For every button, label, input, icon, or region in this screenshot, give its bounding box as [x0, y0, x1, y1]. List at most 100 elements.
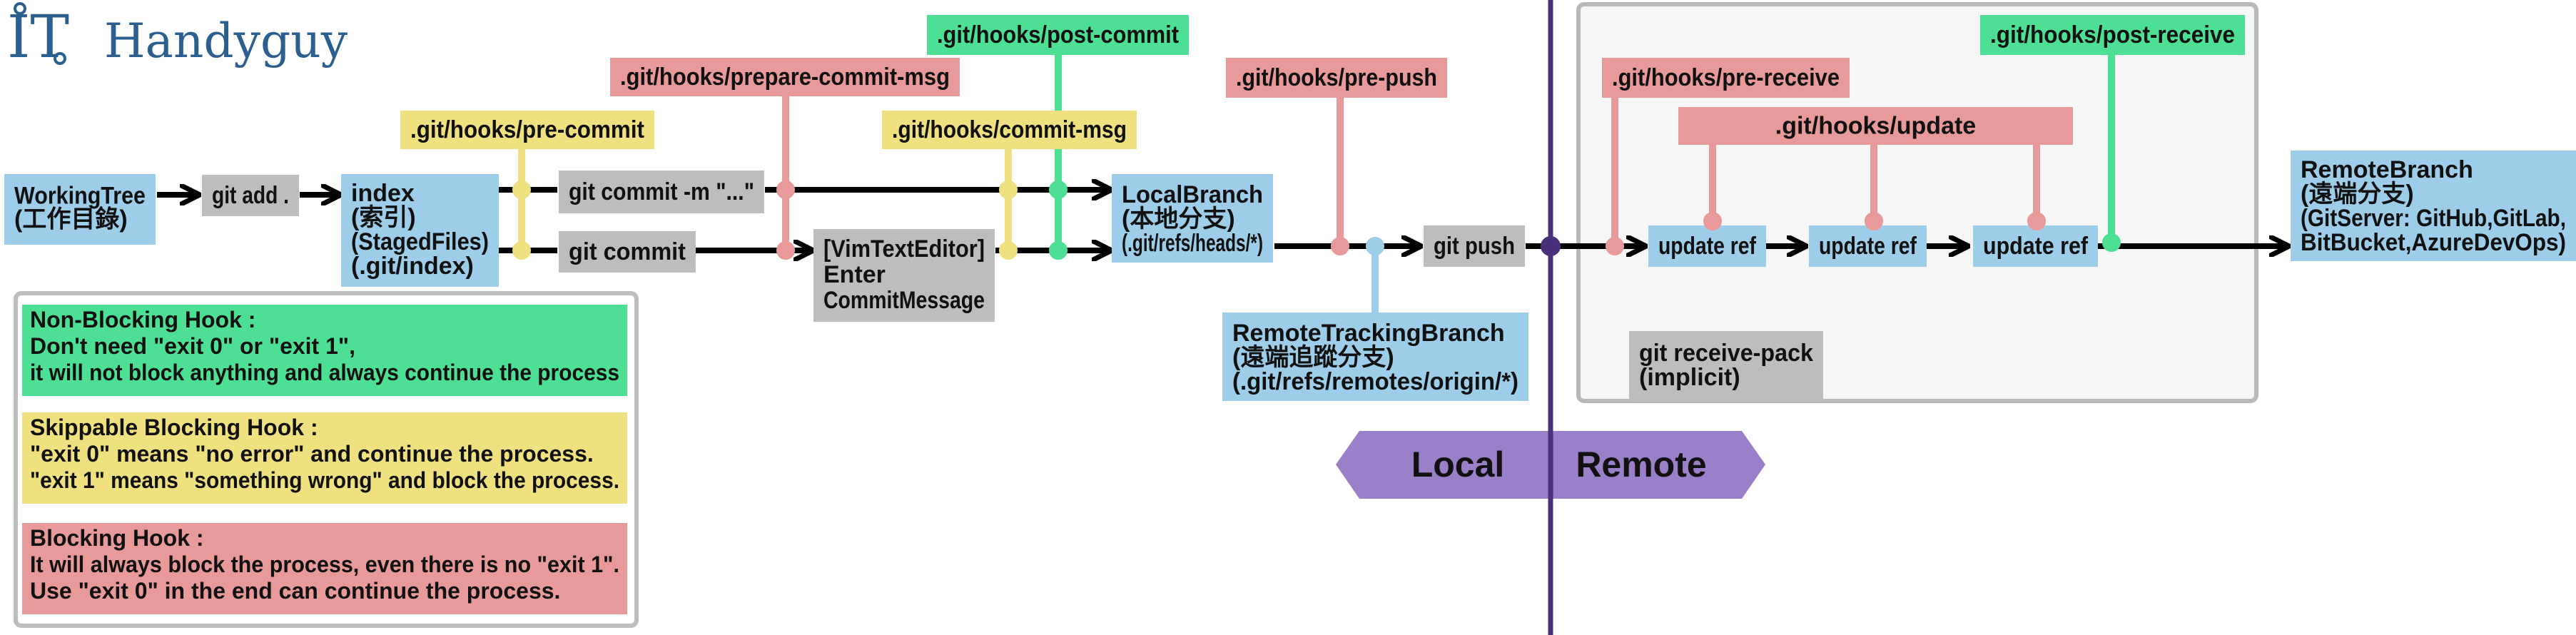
junction-pre-receive	[1606, 237, 1624, 255]
update-ref-1-box-bg	[1648, 225, 1766, 267]
junction-pre-push	[1331, 237, 1349, 255]
hook-post-commit-line-1: .git/hooks/post-commit	[937, 21, 1179, 49]
hook-post-receive-bg	[1980, 15, 2245, 55]
logo-circuit-dot-2	[54, 52, 66, 65]
hook-commit-msg-bg	[882, 111, 1137, 149]
remote-branch-box: RemoteBranch(遠端分支)(GitServer: GitHub,Git…	[2291, 151, 2576, 261]
hook-pre-commit-bg	[400, 111, 654, 149]
hook-pre-receive-line-1: .git/hooks/pre-receive	[1612, 64, 1840, 91]
working-tree-box-line-2: (工作目錄)	[14, 206, 128, 233]
local-branch-box-bg	[1112, 174, 1273, 263]
hook-update-bg	[1678, 107, 2073, 145]
hook-prepare-commit-msg-bg	[610, 58, 960, 96]
git-commit-m-box-line-1: git commit -m "..."	[569, 178, 754, 205]
index-box-line-4: (.git/index)	[351, 253, 474, 280]
junction-prepare-msg-top	[776, 181, 795, 199]
junction-pre-commit-top	[512, 181, 531, 199]
hook-prepare-commit-msg: .git/hooks/prepare-commit-msg	[610, 58, 960, 96]
remote-tracking-box: RemoteTrackingBranch(遠端追蹤分支)(.git/refs/r…	[1222, 313, 1528, 401]
junction-divider	[1541, 236, 1561, 256]
remote-tracking-box-bg	[1222, 313, 1528, 401]
remote-branch-box-line-4: BitBucket,AzureDevOps)	[2301, 229, 2566, 256]
update-ref-2-box-line-1: update ref	[1819, 233, 1917, 260]
hook-post-commit: .git/hooks/post-commit	[927, 15, 1189, 55]
index-box-line-3: (StagedFiles)	[351, 228, 489, 255]
update-ref-1-box: update ref	[1648, 225, 1766, 267]
working-tree-box-bg	[4, 174, 156, 245]
legend-blocking-line-1: Blocking Hook :	[30, 525, 204, 551]
remote-area-frame	[1576, 2, 2258, 403]
git-add-box-bg	[202, 175, 299, 216]
legend-non-blocking-line-3: it will not block anything and always co…	[30, 360, 619, 385]
junction-remote-tracking	[1366, 237, 1384, 255]
junction-post-receive	[2102, 233, 2121, 252]
git-commit-m-box-bg	[559, 171, 764, 213]
junction-commit-msg-top	[999, 181, 1018, 199]
ithandyguy-logo: IT Handyguy	[7, 2, 348, 71]
update-ref-2-box-bg	[1809, 225, 1927, 267]
legend-non-blocking-line-2: Don't need "exit 0" or "exit 1",	[30, 333, 355, 359]
logo-name: Handyguy	[104, 14, 348, 68]
git-add-box-line-1: git add .	[212, 182, 289, 209]
remote-branch-box-line-3: (GitServer: GitHub,GitLab,	[2301, 205, 2566, 232]
legend-non-blocking-bg	[22, 305, 627, 396]
logo-mark: IT	[7, 4, 69, 71]
working-tree-box: WorkingTree(工作目錄)	[4, 174, 156, 245]
legend-skippable: Skippable Blocking Hook :"exit 0" means …	[22, 412, 627, 504]
junction-commit-msg-bottom	[999, 241, 1018, 260]
hook-post-receive: .git/hooks/post-receive	[1980, 15, 2245, 55]
remote-tracking-box-line-1: RemoteTrackingBranch	[1232, 320, 1505, 347]
legend-non-blocking: Non-Blocking Hook :Don't need "exit 0" o…	[22, 305, 627, 396]
junction-post-commit-top	[1049, 181, 1068, 199]
update-ref-2-box: update ref	[1809, 225, 1927, 267]
receive-pack-box-line-1: git receive-pack	[1639, 340, 1813, 367]
vim-editor-box-line-1: [VimTextEditor]	[823, 235, 985, 263]
junction-update-1	[1703, 212, 1722, 230]
hook-pre-push-line-1: .git/hooks/pre-push	[1236, 64, 1437, 91]
remote-branch-box-line-2: (遠端分支)	[2301, 181, 2414, 208]
remote-branch-box-bg	[2291, 151, 2576, 261]
hook-update-line-1: .git/hooks/update	[1775, 113, 1976, 140]
vim-editor-box-line-3: CommitMessage	[823, 287, 985, 314]
legend-skippable-line-3: "exit 1" means "something wrong" and blo…	[30, 467, 619, 493]
update-ref-1-box-line-1: update ref	[1658, 233, 1757, 260]
legend-skippable-line-1: Skippable Blocking Hook :	[30, 415, 318, 440]
receive-pack-box-line-2: (implicit)	[1639, 364, 1740, 391]
junction-prepare-msg-bottom	[776, 241, 795, 260]
git-push-box: git push	[1424, 225, 1525, 267]
git-commit-box: git commit	[559, 231, 696, 273]
legend-blocking: Blocking Hook :It will always block the …	[22, 523, 627, 614]
junction-update-3	[2027, 212, 2046, 230]
local-branch-box-line-1: LocalBranch	[1122, 181, 1263, 208]
hook-prepare-commit-msg-line-1: .git/hooks/prepare-commit-msg	[620, 64, 950, 91]
legend-skippable-bg	[22, 412, 627, 504]
hook-post-receive-line-1: .git/hooks/post-receive	[1990, 21, 2235, 49]
remote-tracking-box-line-2: (遠端追蹤分支)	[1232, 344, 1394, 371]
vim-editor-box-line-2: Enter	[823, 261, 886, 288]
junction-pre-commit-bottom	[512, 241, 531, 260]
legend-blocking-line-3: Use "exit 0" in the end can continue the…	[30, 578, 560, 604]
git-commit-m-box: git commit -m "..."	[559, 171, 764, 213]
local-branch-box: LocalBranch(本地分支)(.git/refs/heads/*)	[1112, 174, 1273, 263]
legend-blocking-line-2: It will always block the process, even t…	[30, 552, 619, 577]
hook-pre-receive: .git/hooks/pre-receive	[1602, 58, 1850, 98]
banner-remote-label: Remote	[1576, 444, 1706, 484]
git-push-box-bg	[1424, 225, 1525, 267]
update-ref-3-box-bg	[1973, 225, 2098, 267]
update-ref-3-box-line-1: update ref	[1983, 233, 2089, 260]
legend-non-blocking-line-1: Non-Blocking Hook :	[30, 307, 255, 332]
hook-pre-commit-line-1: .git/hooks/pre-commit	[410, 116, 644, 143]
vim-editor-box-bg	[813, 229, 995, 322]
local-branch-box-line-2: (本地分支)	[1122, 205, 1235, 233]
banner-local-label: Local	[1411, 444, 1505, 484]
hook-commit-msg: .git/hooks/commit-msg	[882, 111, 1137, 149]
remote-branch-box-line-1: RemoteBranch	[2301, 156, 2473, 183]
hook-pre-commit: .git/hooks/pre-commit	[400, 111, 654, 149]
local-branch-box-line-3: (.git/refs/heads/*)	[1122, 230, 1263, 257]
working-tree-box-line-1: WorkingTree	[14, 183, 146, 210]
git-commit-box-bg	[559, 231, 696, 273]
junction-update-2	[1865, 212, 1883, 230]
junction-post-commit-bottom	[1049, 241, 1068, 260]
receive-pack-box-bg	[1629, 331, 1823, 401]
